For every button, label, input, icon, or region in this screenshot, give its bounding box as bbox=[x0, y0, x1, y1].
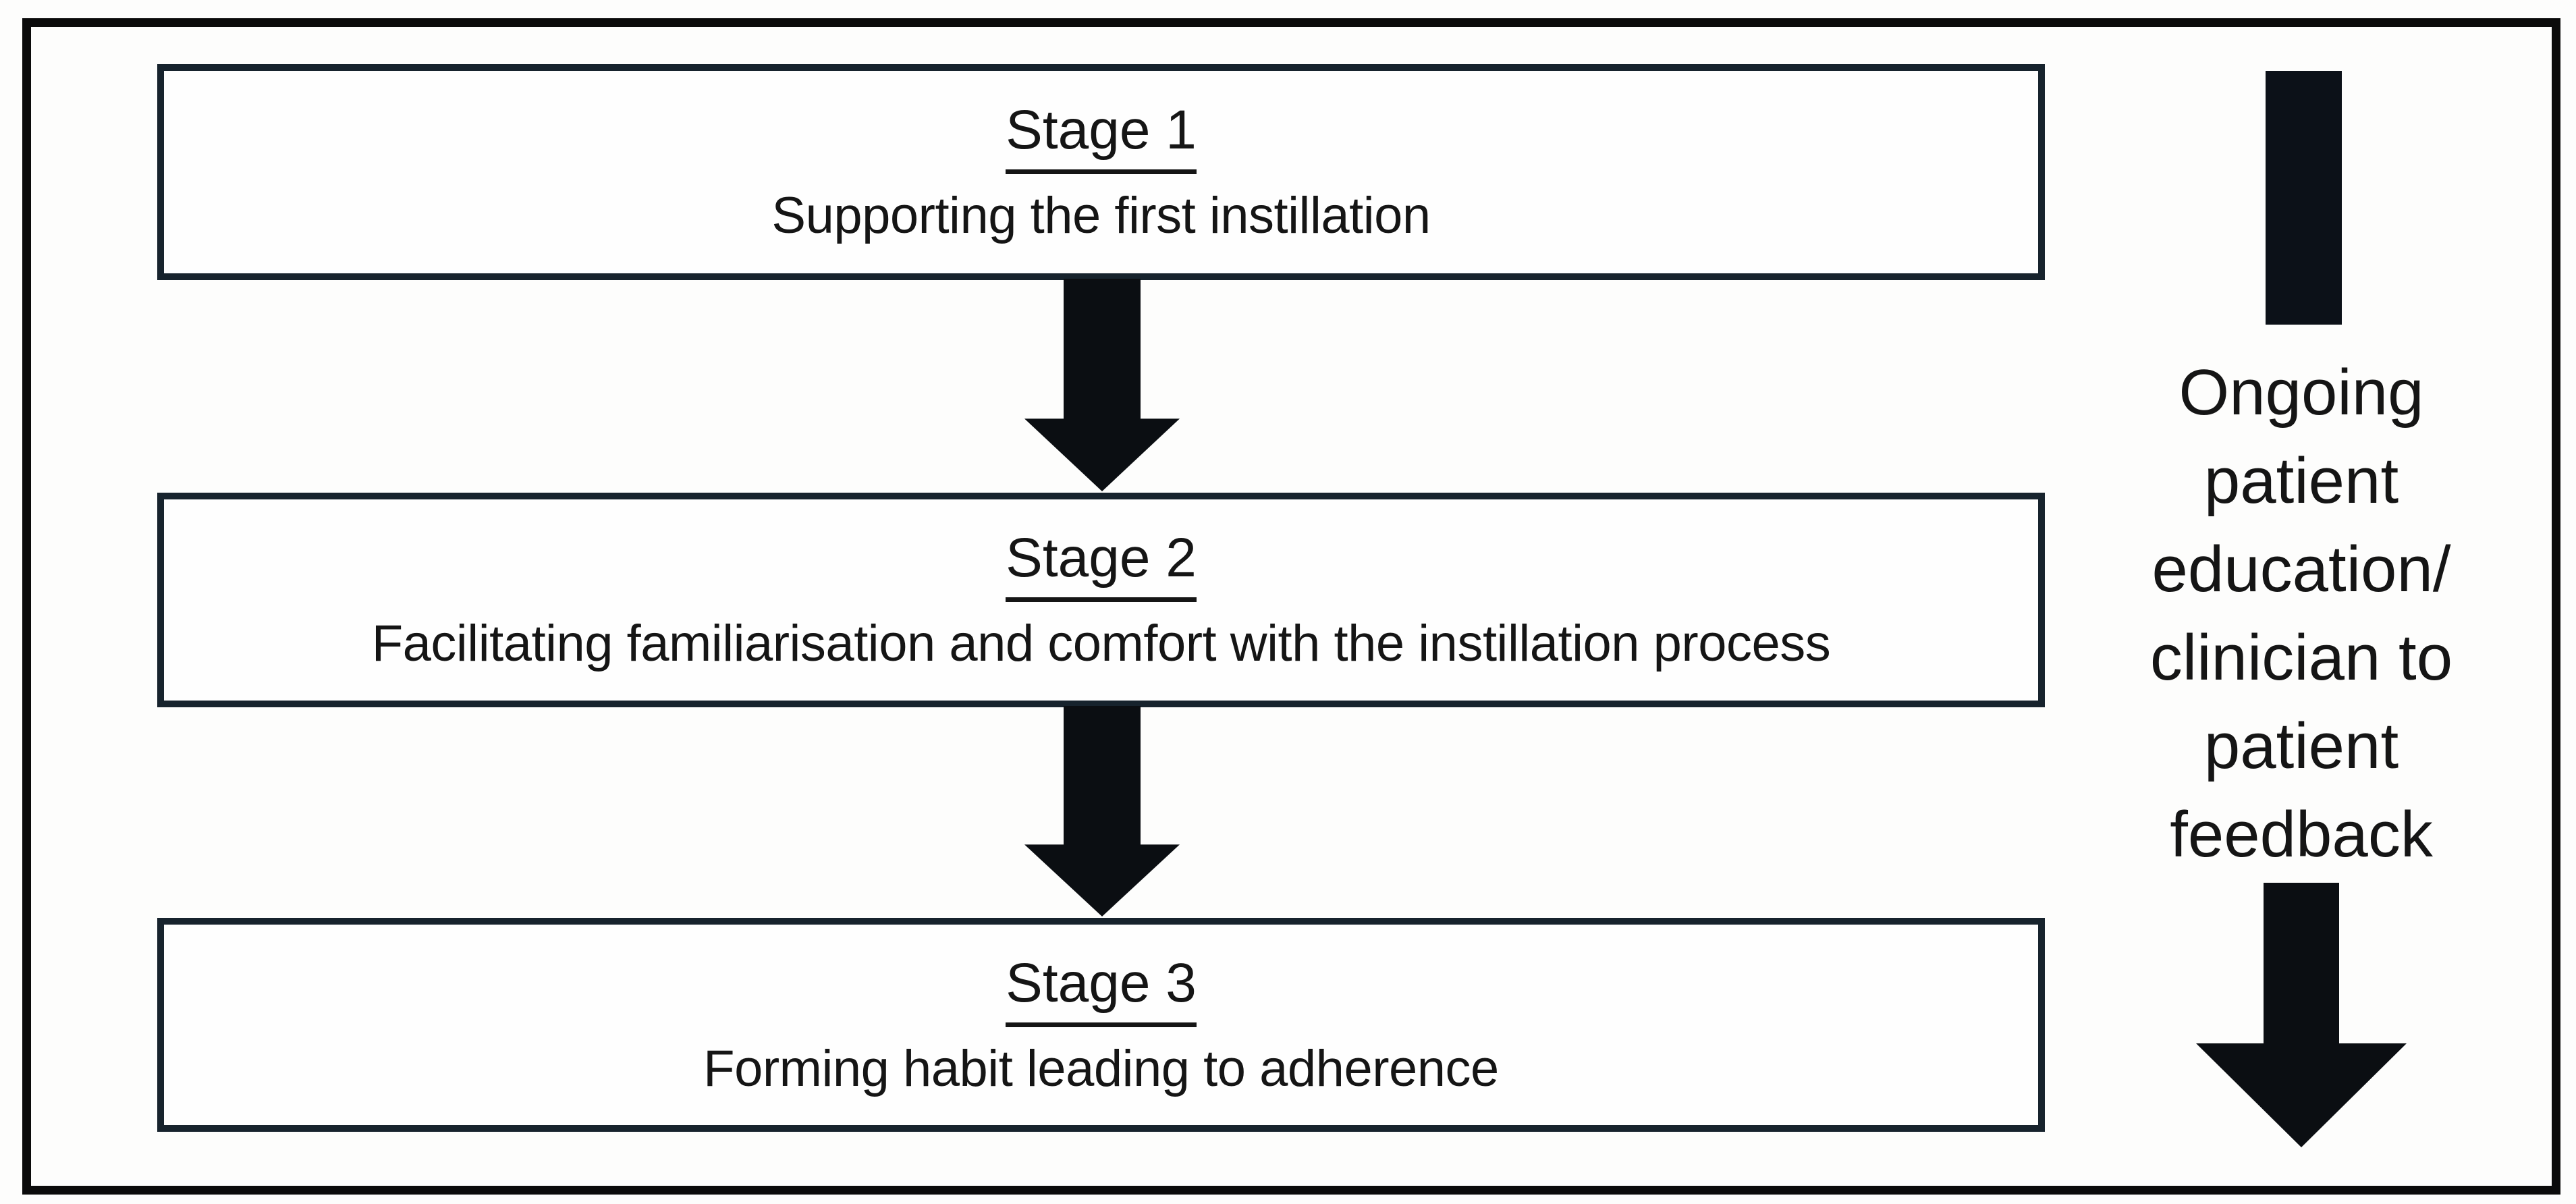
stage-2-description: Facilitating familiarisation and comfort… bbox=[371, 615, 1831, 672]
stage-1-heading: Stage 1 bbox=[1006, 96, 1197, 174]
side-note-line: clinician to bbox=[2149, 622, 2453, 694]
side-note-line: patient bbox=[2203, 445, 2399, 517]
stage-3-description: Forming habit leading to adherence bbox=[703, 1039, 1499, 1097]
stage-2-box: Stage 2 Facilitating familiarisation and… bbox=[157, 493, 2045, 707]
vertical-bar-icon bbox=[2266, 71, 2342, 325]
stage-3-heading: Stage 3 bbox=[1006, 949, 1197, 1027]
side-note-line: patient bbox=[2203, 710, 2399, 782]
side-note-line: feedback bbox=[2170, 798, 2433, 871]
side-note-line: Ongoing bbox=[2178, 356, 2424, 429]
down-arrow-icon bbox=[1024, 279, 1180, 491]
stage-1-description: Supporting the first instillation bbox=[771, 187, 1431, 244]
stage-3-box: Stage 3 Forming habit leading to adheren… bbox=[157, 918, 2045, 1132]
down-arrow-icon bbox=[2196, 883, 2407, 1147]
stage-1-heading-text: Stage 1 bbox=[1006, 96, 1197, 174]
outer-frame bbox=[22, 18, 2560, 1195]
stage-3-heading-text: Stage 3 bbox=[1006, 949, 1197, 1027]
down-arrow-icon bbox=[1024, 706, 1180, 916]
side-note: Ongoing patient education/ clinician to … bbox=[2075, 348, 2527, 879]
stage-2-heading-text: Stage 2 bbox=[1006, 524, 1197, 602]
side-note-line: education/ bbox=[2152, 533, 2451, 605]
stage-1-box: Stage 1 Supporting the first instillatio… bbox=[157, 64, 2045, 280]
stage-2-heading: Stage 2 bbox=[1006, 524, 1197, 602]
